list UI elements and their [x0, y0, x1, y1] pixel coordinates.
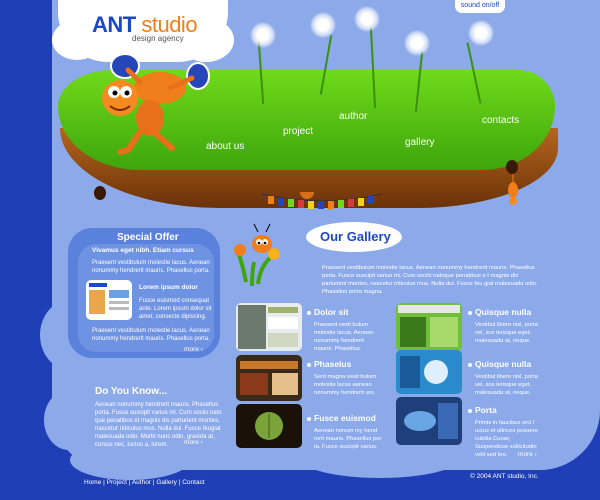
flower-light — [468, 20, 494, 46]
gallery-intro-text: Praesent vestibulum molestie lacus. Aene… — [322, 265, 538, 295]
special-offer-title: Special Offer — [117, 232, 179, 243]
gallery-item-title[interactable]: Quisque nulla — [475, 359, 532, 369]
gallery-title: Our Gallery — [320, 229, 391, 244]
cloud-bump — [538, 210, 588, 280]
offer-item-text: Fusce euismod consequat ante. Lorem ipsu… — [139, 298, 212, 320]
footer-link-contact[interactable]: Contact — [182, 479, 205, 486]
cloud-bump — [540, 330, 584, 390]
flower-light — [310, 12, 336, 38]
gallery-thumbnail-image[interactable] — [236, 404, 302, 448]
flags-garland-icon — [262, 192, 382, 209]
gallery-item-title[interactable]: Dolor sit — [314, 307, 349, 317]
more-label: more — [184, 346, 199, 353]
footer-separator: | — [178, 479, 183, 486]
logo-cloud — [52, 0, 234, 62]
footer-separator: | — [128, 479, 132, 486]
bullet — [307, 363, 311, 367]
nav-contacts[interactable]: contacts — [482, 115, 520, 126]
more-arrow-icon: › — [200, 439, 203, 446]
more-arrow-icon: › — [200, 346, 203, 353]
special-offer-more-link[interactable]: more › — [184, 346, 203, 353]
bullet — [307, 417, 311, 421]
gallery-thumbnail-image[interactable] — [236, 355, 302, 401]
offer-thumbnail-image[interactable] — [86, 280, 132, 320]
flower-light — [250, 22, 276, 48]
footer-link-home[interactable]: Home — [84, 479, 102, 486]
gallery-item-title[interactable]: Quisque nulla — [475, 307, 532, 317]
footer-nav: Home | Project | Author | Gallery | Cont… — [84, 479, 205, 486]
gallery-title-bubble — [306, 222, 402, 252]
gallery-thumbnail-image[interactable] — [236, 303, 302, 351]
soil-hole — [506, 160, 518, 174]
flower-light — [404, 30, 430, 56]
gallery-item-title[interactable]: Porta — [475, 405, 497, 415]
special-offer-text: Praesent vestibulum molestie lacus. Aene… — [92, 260, 210, 274]
ant-mascot-icon — [102, 53, 210, 155]
do-you-know-text: Aenean nonummy hendrerit mauris. Phasell… — [95, 402, 222, 448]
bullet — [468, 363, 472, 367]
special-offer-subtitle: Vivamus eget nibh. Etiam cursus — [92, 247, 194, 254]
special-offer-text-2: Praesent vestibulum molestie lacus. Aene… — [92, 328, 210, 342]
logo-studio: studio — [141, 12, 198, 37]
gallery-item-text: Vestibul libero nisl, porta vel, sce ler… — [475, 374, 538, 396]
do-you-know-title: Do You Know... — [95, 386, 168, 397]
gallery-item-text: Sent magna vesti bulum molestie lacus ae… — [314, 374, 377, 396]
gallery-thumbnail-image[interactable] — [396, 397, 462, 445]
gallery-item-text: Aenean nonum my hend rerit mauris. Phase… — [314, 428, 382, 450]
footer-separator: | — [152, 479, 157, 486]
gallery-thumbnail-image[interactable] — [396, 303, 462, 351]
more-label: more — [184, 439, 199, 446]
bullet — [468, 311, 472, 315]
footer-separator: | — [103, 479, 107, 486]
hanging-ant-icon — [508, 168, 518, 205]
gallery-item-title[interactable]: Phaselus — [314, 359, 352, 369]
gallery-more-link[interactable]: more › — [518, 451, 537, 458]
more-label: more — [518, 451, 533, 458]
cloud-bump — [70, 440, 190, 480]
more-arrow-icon: › — [534, 451, 537, 458]
nav-author[interactable]: author — [339, 111, 368, 122]
footer-link-gallery[interactable]: Gallery — [156, 479, 177, 486]
footer-copyright: © 2004 ANT studio, Inc. — [470, 473, 539, 480]
nav-project[interactable]: project — [283, 126, 314, 137]
soil-hole — [94, 186, 106, 200]
do-you-know-more-link[interactable]: more › — [184, 439, 203, 446]
sound-toggle-button[interactable]: sound on/off — [455, 0, 505, 13]
gallery-item-text: Vestibul libero nisl, porta vel, sce ler… — [475, 322, 538, 344]
cloud-bump — [44, 390, 94, 450]
nav-gallery[interactable]: gallery — [405, 137, 435, 148]
footer-link-author[interactable]: Author — [131, 479, 151, 486]
logo[interactable]: ANT studio — [92, 12, 198, 38]
gallery-item-text: Praesent vesti bulum molestie lacus. Aen… — [314, 322, 374, 352]
ant-flower-icon — [234, 223, 280, 287]
offer-item-title[interactable]: Lorem ipsum dolor — [139, 284, 198, 291]
nav-about-us[interactable]: about us — [206, 141, 245, 152]
gallery-item-text: Primis in faucibus orci l uctus et ultri… — [475, 420, 538, 458]
logo-brand: ANT — [92, 12, 136, 37]
bullet — [307, 311, 311, 315]
footer-link-project[interactable]: Project — [106, 479, 127, 486]
logo-tagline: design agency — [132, 34, 184, 43]
gallery-item-title[interactable]: Fusce euismod — [314, 413, 376, 423]
gallery-thumbnail-image[interactable] — [396, 350, 462, 394]
flower-light — [354, 6, 380, 32]
bullet — [468, 409, 472, 413]
